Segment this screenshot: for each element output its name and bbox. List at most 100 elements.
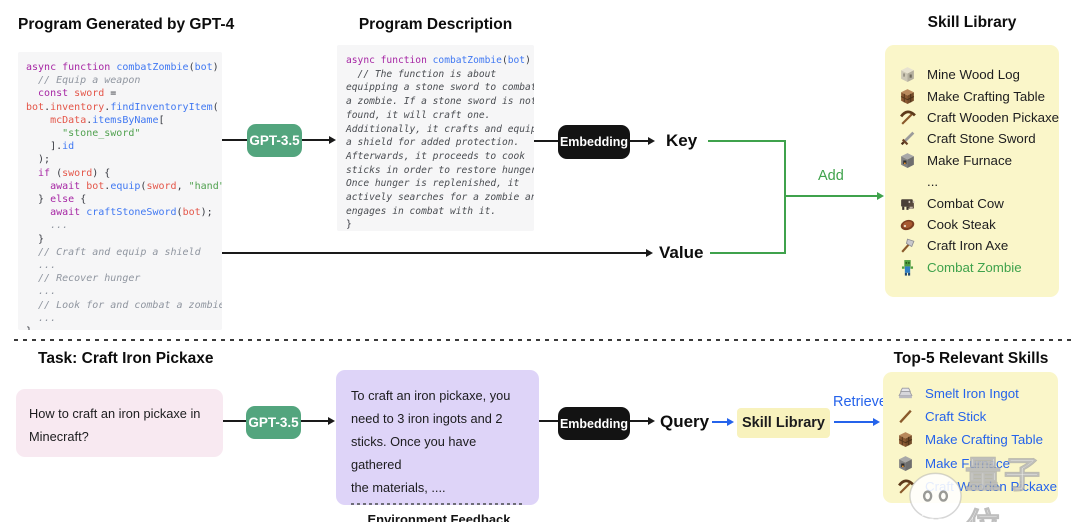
skill-item-label: Craft Wooden Pickaxe xyxy=(925,478,1058,494)
task-question-box: How to craft an iron pickaxe in Minecraf… xyxy=(16,389,223,457)
code-line: a zombie. If a stone sword is not xyxy=(346,96,534,108)
skill-item-label: Mine Wood Log xyxy=(927,67,1020,83)
skill-item-label: Craft Iron Axe xyxy=(927,238,1009,254)
arrow-feedback-to-embedding xyxy=(539,420,558,422)
skill-item-label: Cook Steak xyxy=(927,216,996,232)
stone-sword-icon xyxy=(898,130,916,148)
code-line: actively searches for a zombie and xyxy=(346,192,534,204)
gpt35-box-bottom: GPT-3.5 xyxy=(246,406,301,439)
code-line: ); xyxy=(26,154,51,166)
code-line: mcData.itemsByName[ xyxy=(50,114,165,126)
iron-ingot-icon xyxy=(896,385,914,403)
stick-icon xyxy=(896,408,914,426)
code-line: found, it will craft one. xyxy=(346,109,491,121)
skill-item-label: Craft Stick xyxy=(925,409,987,425)
skill-library-chip-label: Skill Library xyxy=(741,415,825,431)
arrow-query-to-library xyxy=(712,421,728,423)
embedding-box-top: Embedding xyxy=(558,125,630,159)
arrow-description-to-embedding xyxy=(534,140,558,142)
skill-item-label: Smelt Iron Ingot xyxy=(925,386,1019,402)
code-line: ... xyxy=(26,312,57,324)
skill-item: Craft Iron Axe xyxy=(885,235,1059,256)
skill-item-label: Make Crafting Table xyxy=(927,88,1046,104)
skill-item: Make Crafting Table xyxy=(885,85,1059,106)
skill-item: Craft Wooden Pickaxe xyxy=(885,107,1059,128)
skill-item-label: Combat Zombie xyxy=(927,259,1022,275)
skill-item-label: Make Crafting Table xyxy=(925,432,1044,448)
value-label: Value xyxy=(659,243,704,262)
add-label: Add xyxy=(818,168,844,184)
key-label: Key xyxy=(666,131,698,150)
furnace-icon xyxy=(898,151,916,169)
gpt4-program-code: async function combatZombie(bot) { // Eq… xyxy=(18,52,222,330)
skill-item: Craft Stone Sword xyxy=(885,128,1059,149)
furnace-icon xyxy=(896,454,914,472)
wooden-pickaxe-icon xyxy=(896,477,914,495)
code-line: await bot.equip(sword, "hand"); xyxy=(26,180,222,192)
code-line: // Equip a weapon xyxy=(26,75,141,87)
code-line: } xyxy=(26,325,222,330)
skill-library-title: Skill Library xyxy=(927,14,1017,31)
code-line: engages in combat with it. xyxy=(346,205,497,217)
skill-item: Mine Wood Log xyxy=(885,64,1059,85)
wood-log-icon xyxy=(898,66,916,84)
skill-item: Craft Stick xyxy=(883,405,1058,428)
code-line: // Recover hunger xyxy=(26,273,141,285)
code-line: const sword = xyxy=(26,88,117,100)
code-line: "stone_sword" xyxy=(26,128,141,140)
zombie-icon xyxy=(898,258,916,276)
arrow-code-to-value xyxy=(222,252,646,254)
gpt35-box-top: GPT-3.5 xyxy=(247,124,302,157)
green-line-vertical xyxy=(784,140,786,254)
code-line: } else { xyxy=(26,194,87,206)
green-line-key xyxy=(708,140,786,142)
skill-item: Cook Steak xyxy=(885,214,1059,235)
blank-icon xyxy=(898,173,916,191)
arrowhead xyxy=(328,416,335,425)
code-line: // Look for and combat a zombie xyxy=(26,299,222,311)
code-line: bot.inventory.findInventoryItem( xyxy=(26,101,219,113)
arrow-code-to-gpt xyxy=(222,139,247,141)
code-line: ... xyxy=(26,260,57,272)
skill-item-label: Craft Wooden Pickaxe xyxy=(927,109,1060,125)
skill-item-label: Make Furnace xyxy=(925,455,1010,471)
skill-item: Combat Cow xyxy=(885,192,1059,213)
cow-icon xyxy=(898,194,916,212)
arrowhead xyxy=(648,136,655,145)
code-line: if (sword) { xyxy=(26,167,111,179)
code-line: await craftStoneSword(bot); xyxy=(26,207,213,219)
arrow-embedding-to-key xyxy=(630,140,648,142)
green-line-value xyxy=(710,252,786,254)
skill-item: ... xyxy=(885,171,1059,192)
arrow-retrieve xyxy=(834,421,874,423)
iron-axe-icon xyxy=(898,237,916,255)
code-line: Afterwards, it proceeds to cook xyxy=(346,150,526,162)
code-line: ].id xyxy=(26,141,75,153)
crafting-table-icon xyxy=(898,87,916,105)
feedback-divider xyxy=(351,503,523,505)
skill-item-label: Craft Stone Sword xyxy=(927,131,1036,147)
skill-item: Craft Wooden Pickaxe xyxy=(883,475,1058,498)
wooden-pickaxe-icon xyxy=(898,108,916,126)
environment-feedback-box: To craft an iron pickaxe, you need to 3 … xyxy=(336,370,539,522)
arrowhead xyxy=(329,135,336,144)
skill-item-label: Combat Cow xyxy=(927,195,1004,211)
arrowhead-retrieve xyxy=(873,417,880,426)
feedback-text: To craft an iron pickaxe, you need to 3 … xyxy=(351,388,511,495)
code-line: } xyxy=(346,219,352,231)
embedding-box-bottom: Embedding xyxy=(558,407,630,440)
code-line: async function combatZombie(bot) { xyxy=(26,62,219,73)
dashed-separator xyxy=(14,339,1076,341)
arrow-embedding-to-query xyxy=(630,420,648,422)
code-line: // Craft and equip a shield xyxy=(26,246,201,258)
feedback-label: Environment Feedback xyxy=(367,512,511,522)
task-title: Task: Craft Iron Pickaxe xyxy=(38,350,214,367)
arrow-gpt-to-feedback xyxy=(301,420,328,422)
program-description-title: Program Description xyxy=(358,16,513,33)
gpt35-label-bottom: GPT-3.5 xyxy=(248,415,299,430)
retrieve-label: Retrieve xyxy=(833,394,887,410)
